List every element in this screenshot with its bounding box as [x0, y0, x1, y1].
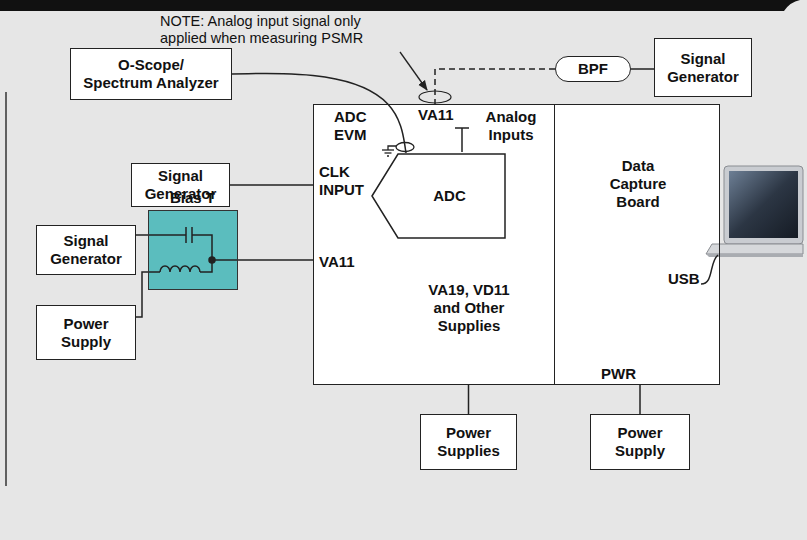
board-box: Data Capture BoardUSB PWR: [554, 104, 720, 385]
adc-outline: [372, 154, 505, 238]
box-label: ADC: [433, 187, 466, 205]
box-label: Power Supply: [61, 315, 111, 351]
wire: [230, 184, 313, 186]
wire: [631, 68, 654, 70]
bias-t-fill: [148, 210, 238, 290]
bias-t-box: Bias T: [148, 210, 238, 290]
supply-box: Power Supplies: [420, 414, 517, 470]
probe-cable: [232, 73, 406, 153]
note-leader: [400, 52, 427, 90]
board-box: ADC ADC EVM Analog InputsCLK INPUT VA11VA19…: [313, 104, 555, 385]
box-label: CLK INPUT: [319, 163, 364, 199]
instrument-box: O-Scope/ Spectrum Analyzer: [70, 48, 232, 100]
capture-ground: [555, 104, 720, 385]
laptop-icon: [706, 166, 803, 257]
wire: [639, 385, 641, 414]
box-label: O-Scope/ Spectrum Analyzer: [82, 56, 220, 92]
instrument-box: Signal Generator: [36, 225, 136, 275]
evm-ground: [313, 104, 555, 385]
filter-pill: BPF: [555, 56, 631, 82]
box-label: PWR: [601, 365, 636, 383]
pin-name: VA11: [418, 106, 454, 124]
top-bar: [0, 0, 800, 11]
wire: [136, 234, 148, 236]
box-label: VA11: [319, 253, 355, 271]
wire: [136, 272, 148, 317]
box-label: Signal Generator: [667, 50, 739, 86]
va11-pin: [455, 128, 469, 152]
box-label: BPF: [578, 60, 608, 78]
dashed-signal-line: [435, 69, 555, 104]
box-label: VA19, VD11 and Other Supplies: [414, 281, 524, 335]
wire: [468, 385, 470, 414]
instrument-box: Signal Generator: [654, 38, 752, 97]
usb-cable: [701, 255, 718, 284]
wire: [238, 259, 313, 261]
box-label: Analog Inputs: [486, 108, 537, 144]
box-label: ADC EVM: [334, 108, 367, 144]
bias-t-circuit: [148, 227, 238, 272]
box-label: Power Supplies: [437, 424, 500, 460]
side-rule: [5, 92, 7, 486]
box-heading: Bias T: [170, 189, 215, 207]
adc-symbol: ADC: [371, 153, 506, 239]
box-label: Data Capture Board: [610, 157, 667, 211]
note-text: NOTE: Analog input signal only applied w…: [160, 13, 388, 48]
box-label: Signal Generator: [50, 232, 122, 268]
box-label: Power Supply: [615, 424, 665, 460]
supply-box: Power Supply: [36, 305, 136, 360]
supply-box: Power Supply: [590, 414, 690, 470]
box-label: USB: [668, 270, 700, 288]
